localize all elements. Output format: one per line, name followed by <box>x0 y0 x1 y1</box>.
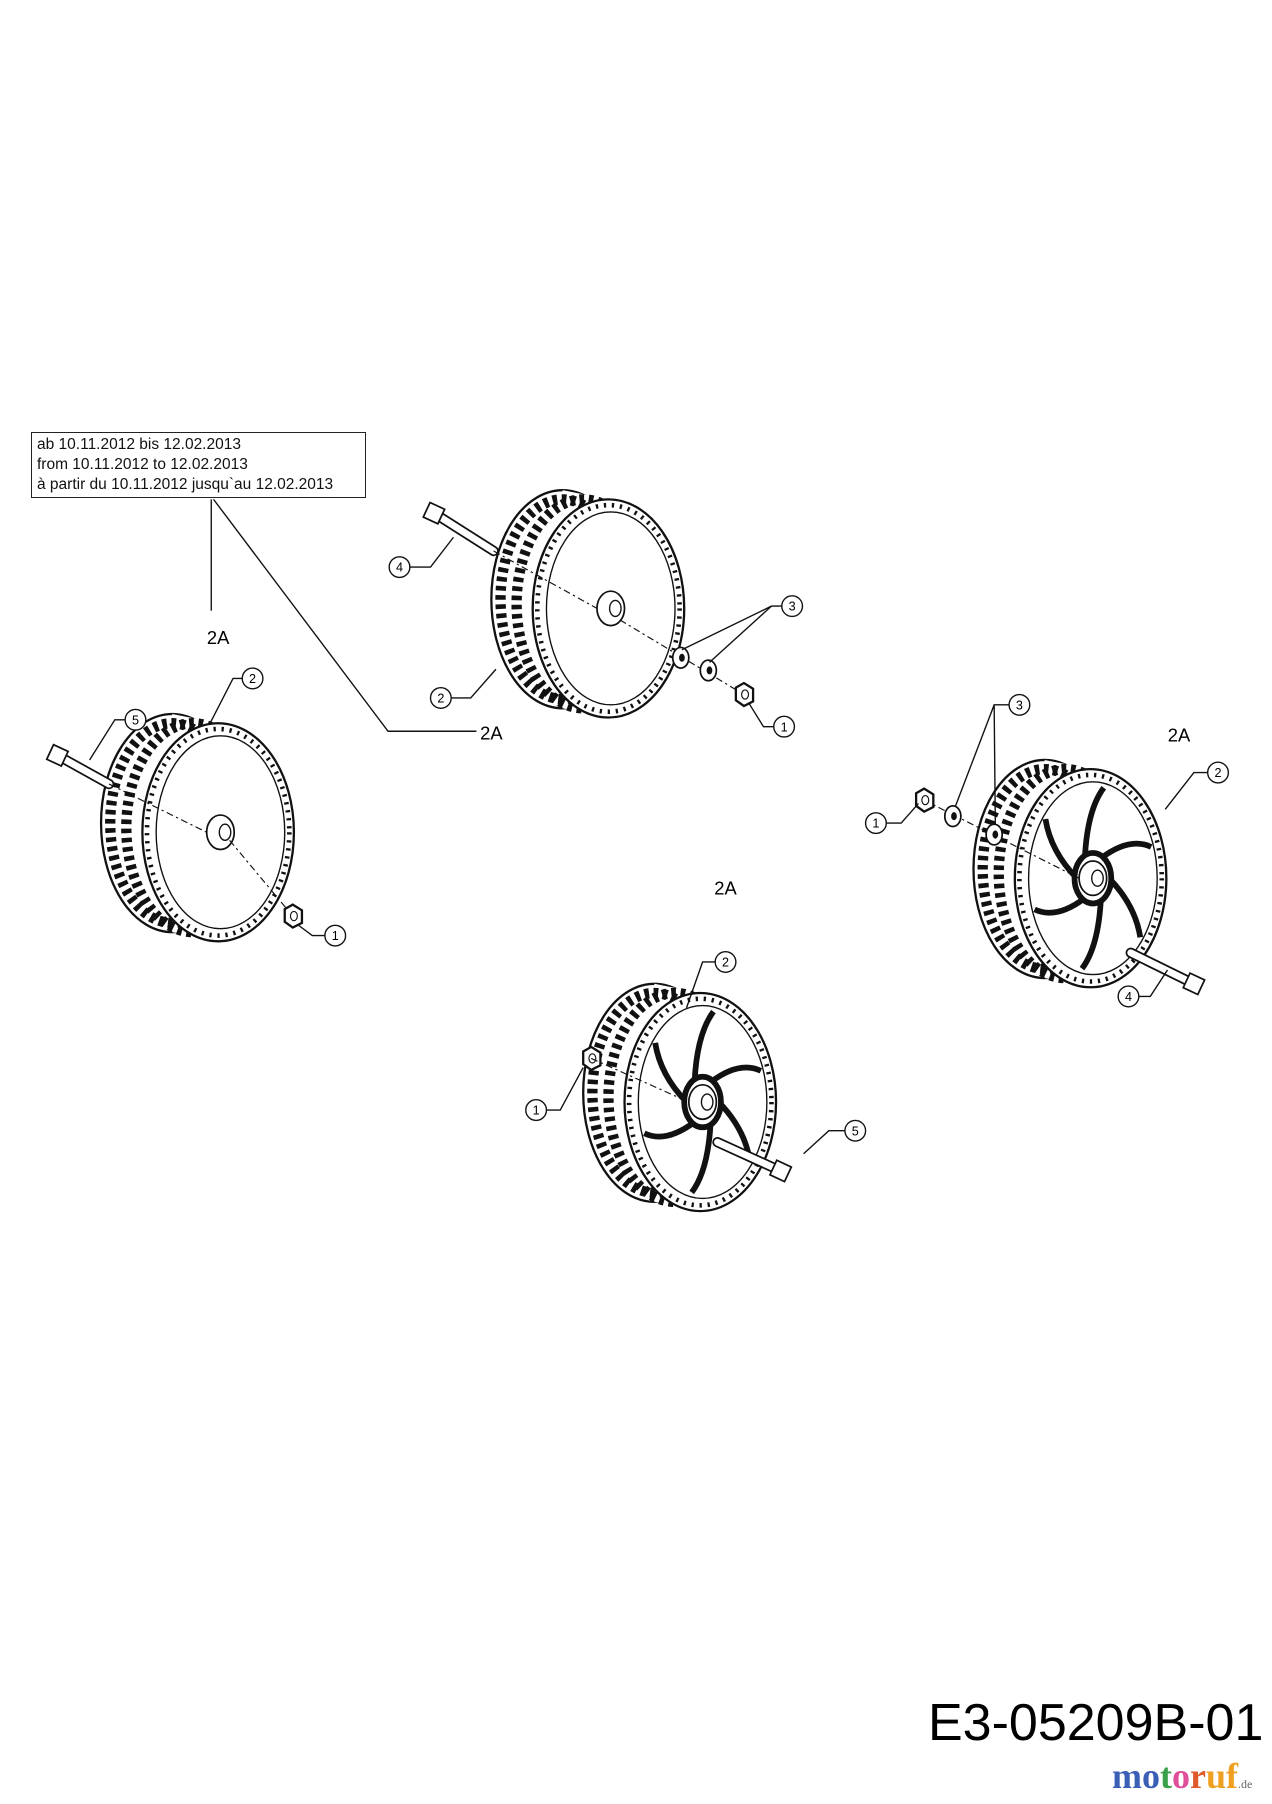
svg-text:2: 2 <box>437 692 444 706</box>
note-line-en: from 10.11.2012 to 12.02.2013 <box>37 456 248 473</box>
note-line-de: ab 10.11.2012 bis 12.02.2013 <box>37 436 241 453</box>
callout-part-1: 1 <box>747 702 796 738</box>
watermark-letter: t <box>1160 1756 1172 1796</box>
watermark-letter: u <box>1205 1756 1227 1796</box>
callout-part-3: 3 <box>954 693 1031 808</box>
callout-part-5: 5 <box>803 1119 867 1155</box>
callout-part-5: 5 <box>88 708 147 761</box>
svg-text:2: 2 <box>1215 766 1222 780</box>
washer-right-a <box>943 805 962 828</box>
svg-text:2: 2 <box>249 672 256 686</box>
axis-centerline <box>590 1057 690 1103</box>
axis-centerline <box>108 783 207 833</box>
variant-label-2a: 2A <box>207 627 230 648</box>
svg-text:4: 4 <box>1125 990 1132 1004</box>
washer-top-a <box>671 646 690 669</box>
svg-text:1: 1 <box>332 929 339 943</box>
bolt-4-top <box>422 501 499 557</box>
callout-part-1: 1 <box>298 924 347 947</box>
validity-note-box: ab 10.11.2012 bis 12.02.2013 from 10.11.… <box>31 432 366 498</box>
watermark-letter: o <box>1142 1756 1160 1796</box>
axis-centerline <box>229 839 294 917</box>
svg-text:5: 5 <box>852 1124 859 1138</box>
nut-right <box>914 787 935 813</box>
drawing-code: E3-05209B-01 <box>928 1694 1264 1752</box>
svg-text:3: 3 <box>1016 698 1023 712</box>
variant-label-2a: 2A <box>1168 725 1191 746</box>
nut-left <box>283 903 304 929</box>
callout-part-1: 1 <box>864 803 919 835</box>
callout-part-2: 2 <box>1164 761 1230 810</box>
variant-label-2a: 2A <box>714 877 737 898</box>
bolt-5-left <box>45 743 115 790</box>
callout-part-4: 4 <box>1117 969 1169 1008</box>
svg-text:1: 1 <box>533 1104 540 1118</box>
callout-part-3: 3 <box>681 595 804 651</box>
svg-text:1: 1 <box>781 720 788 734</box>
svg-text:1: 1 <box>872 817 879 831</box>
watermark-letter: o <box>1172 1756 1190 1796</box>
callout-part-2: 2 <box>685 950 737 1009</box>
callout-part-2: 2 <box>429 668 497 709</box>
wheel-right <box>972 758 1168 989</box>
callout-part-4: 4 <box>388 536 455 579</box>
watermark-letter: r <box>1190 1756 1206 1796</box>
watermark-letter: f <box>1226 1756 1239 1796</box>
axis-centerline <box>493 550 598 609</box>
washer-top-b <box>699 659 718 682</box>
callout-part-1: 1 <box>525 1067 584 1122</box>
svg-text:3: 3 <box>789 600 796 614</box>
bolt-4-right <box>1125 947 1206 996</box>
svg-text:4: 4 <box>396 561 403 575</box>
wheel-left <box>99 712 296 943</box>
nut-top <box>734 681 755 708</box>
callout-part-2: 2 <box>209 667 264 724</box>
note-line-fr: à partir du 10.11.2012 jusqu`au 12.02.20… <box>37 476 334 493</box>
variant-label-2a: 2A <box>480 722 503 743</box>
watermark-logo: motoruf.de <box>1112 1756 1252 1796</box>
svg-text:2: 2 <box>722 956 729 970</box>
bolt-5-bottom <box>712 1137 793 1183</box>
svg-text:5: 5 <box>132 713 139 727</box>
watermark-suffix: .de <box>1238 1777 1253 1791</box>
washer-right-b <box>985 823 1004 846</box>
watermark-letter: m <box>1112 1756 1142 1796</box>
wheel-top <box>490 489 686 719</box>
